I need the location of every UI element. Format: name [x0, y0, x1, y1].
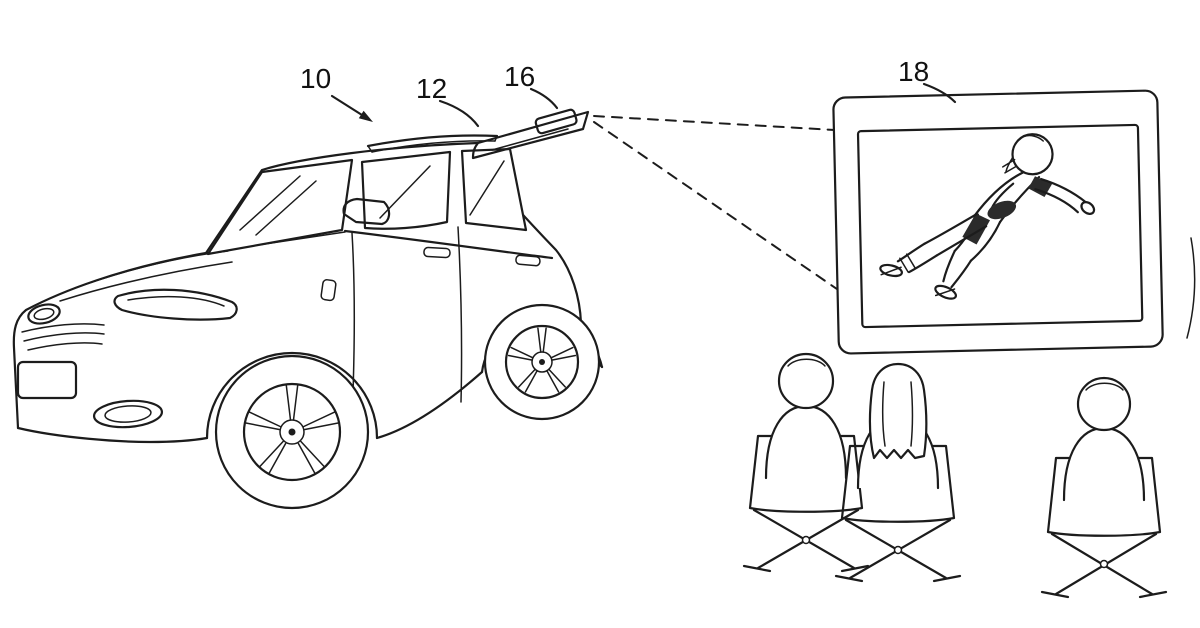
front-door-handle: [423, 246, 451, 259]
label-liftgate-12: 12: [416, 73, 447, 104]
windshield: [206, 158, 354, 256]
projection-beam-upper: [593, 115, 853, 132]
side-mirror: [342, 197, 391, 226]
football-player-illustration: [879, 133, 1096, 300]
leader-arrow-10: [330, 94, 364, 117]
rear-wheel-spokes: [507, 327, 577, 393]
rocker-panel: [375, 370, 484, 440]
front-wheel-spokes: [245, 384, 339, 474]
front-bumper-bottom: [16, 426, 209, 444]
football: [987, 200, 1017, 220]
viewer-middle-hair: [868, 362, 928, 460]
rear-door-seam: [457, 226, 463, 403]
projection-screen: [832, 89, 1164, 355]
folding-chair-right-legs: [1040, 532, 1168, 599]
leader-line-16: [529, 87, 559, 110]
audience: [742, 352, 1168, 599]
viewer-left: [742, 352, 870, 573]
beltline: [343, 229, 554, 260]
viewer-middle: [834, 362, 962, 583]
facemask: [1002, 156, 1017, 174]
projection-beam-lower: [593, 121, 851, 299]
leader-line-12: [438, 99, 480, 128]
front-fascia: [16, 288, 238, 429]
label-projector-16: 16: [504, 61, 535, 92]
screen-inner-surface: [856, 123, 1144, 329]
viewer-left-torso: [764, 404, 848, 480]
viewer-left-head: [777, 352, 835, 410]
rear-door-handle: [515, 254, 541, 267]
label-vehicle-10: 10: [300, 63, 331, 94]
right-edge-line: [1186, 237, 1196, 339]
front-wheel-arch: [205, 351, 379, 440]
license-plate: [16, 360, 78, 400]
headlight: [113, 288, 238, 321]
label-screen-18: 18: [898, 56, 929, 87]
leader-line-18: [922, 82, 957, 104]
reference-labels: 10 12 16 18: [300, 56, 957, 128]
projection-beam: [593, 115, 853, 299]
rear-wheel: [483, 303, 601, 421]
side-windows: [360, 147, 528, 232]
fender-vent: [320, 279, 337, 302]
projector-module: [534, 108, 578, 135]
grille-slats: [21, 323, 105, 351]
brand-badge-oval: [27, 303, 61, 325]
folding-chair-left-legs: [742, 508, 870, 573]
sock-stripes: [899, 253, 916, 273]
helmet: [1011, 133, 1054, 176]
liftgate-open: [471, 108, 590, 160]
fog-light: [92, 399, 164, 429]
hand: [1080, 201, 1096, 215]
suv-illustration: [12, 108, 604, 510]
viewer-right-torso: [1062, 426, 1146, 502]
folding-chair-middle-legs: [834, 518, 962, 583]
viewer-right: [1040, 376, 1168, 599]
front-wheel: [214, 354, 370, 510]
leader-arrowhead-10: [358, 110, 373, 122]
viewer-right-head: [1076, 376, 1132, 432]
